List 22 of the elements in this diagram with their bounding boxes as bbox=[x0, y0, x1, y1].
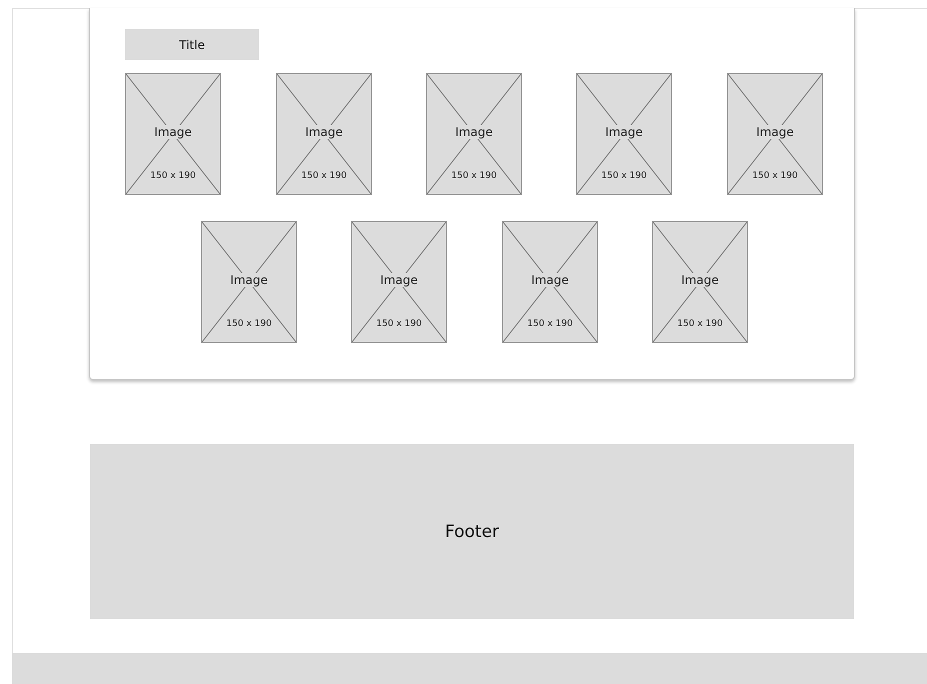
dimension-text: 150 x 190 bbox=[374, 319, 424, 329]
dimension-text: 150 x 190 bbox=[224, 319, 274, 329]
placeholder-label: Image bbox=[152, 125, 194, 139]
content-card bbox=[89, 8, 855, 380]
dimension-text: 150 x 190 bbox=[299, 171, 349, 181]
placeholder-label: Image bbox=[303, 125, 345, 139]
dimension-text: 150 x 190 bbox=[675, 319, 725, 329]
placeholder-label: Image bbox=[378, 273, 420, 287]
bottom-bar bbox=[12, 653, 927, 684]
dimension-text: 150 x 190 bbox=[449, 171, 499, 181]
placeholder-label: Image bbox=[754, 125, 796, 139]
title-box: Title bbox=[125, 29, 259, 60]
placeholder-label: Image bbox=[228, 273, 270, 287]
placeholder-label: Image bbox=[529, 273, 571, 287]
dimension-text: 150 x 190 bbox=[750, 171, 800, 181]
dimension-text: 150 x 190 bbox=[148, 171, 198, 181]
footer-bar: Footer bbox=[90, 444, 854, 619]
placeholder-label: Image bbox=[679, 273, 721, 287]
dimension-text: 150 x 190 bbox=[599, 171, 649, 181]
placeholder-label: Image bbox=[453, 125, 495, 139]
dimension-text: 150 x 190 bbox=[525, 319, 575, 329]
placeholder-label: Image bbox=[603, 125, 645, 139]
